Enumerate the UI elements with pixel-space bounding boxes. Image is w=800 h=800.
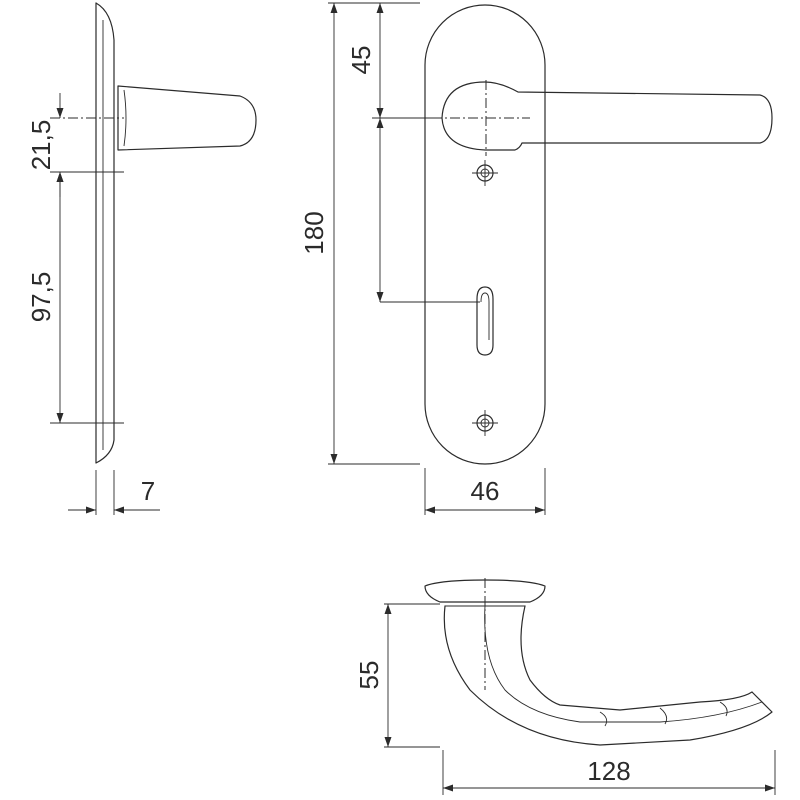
top-lever-ribs [599,701,728,727]
side-handle-highlight [123,89,127,147]
dim-lever-height: 55 [354,661,384,690]
dim-plate-width: 46 [471,476,500,506]
keyhole-inner [480,292,490,340]
front-lever [441,81,773,151]
dim-lever-length: 128 [587,756,630,786]
dim-plate-height: 180 [299,211,329,254]
top-lever-mid [484,605,763,723]
dim-plate-thickness: 7 [141,476,155,506]
side-view: 21,5 97,5 7 [26,2,257,515]
top-lever-inner [520,605,753,711]
side-plate-outline [95,2,115,464]
top-rose [424,579,546,603]
side-handle-profile [117,85,257,151]
upper-screw-icon [472,160,498,186]
top-view: 55 128 [354,578,776,795]
top-lever-outer [443,605,773,746]
dim-side-lower-spacing: 97,5 [26,272,56,323]
lower-screw-icon [472,410,498,436]
dim-handle-offset: 45 [346,46,376,75]
keyhole-slot [476,286,494,356]
dim-side-upper-spacing: 21,5 [26,120,56,171]
front-view: 180 45 46 [299,2,773,515]
front-plate-outline [424,4,546,465]
